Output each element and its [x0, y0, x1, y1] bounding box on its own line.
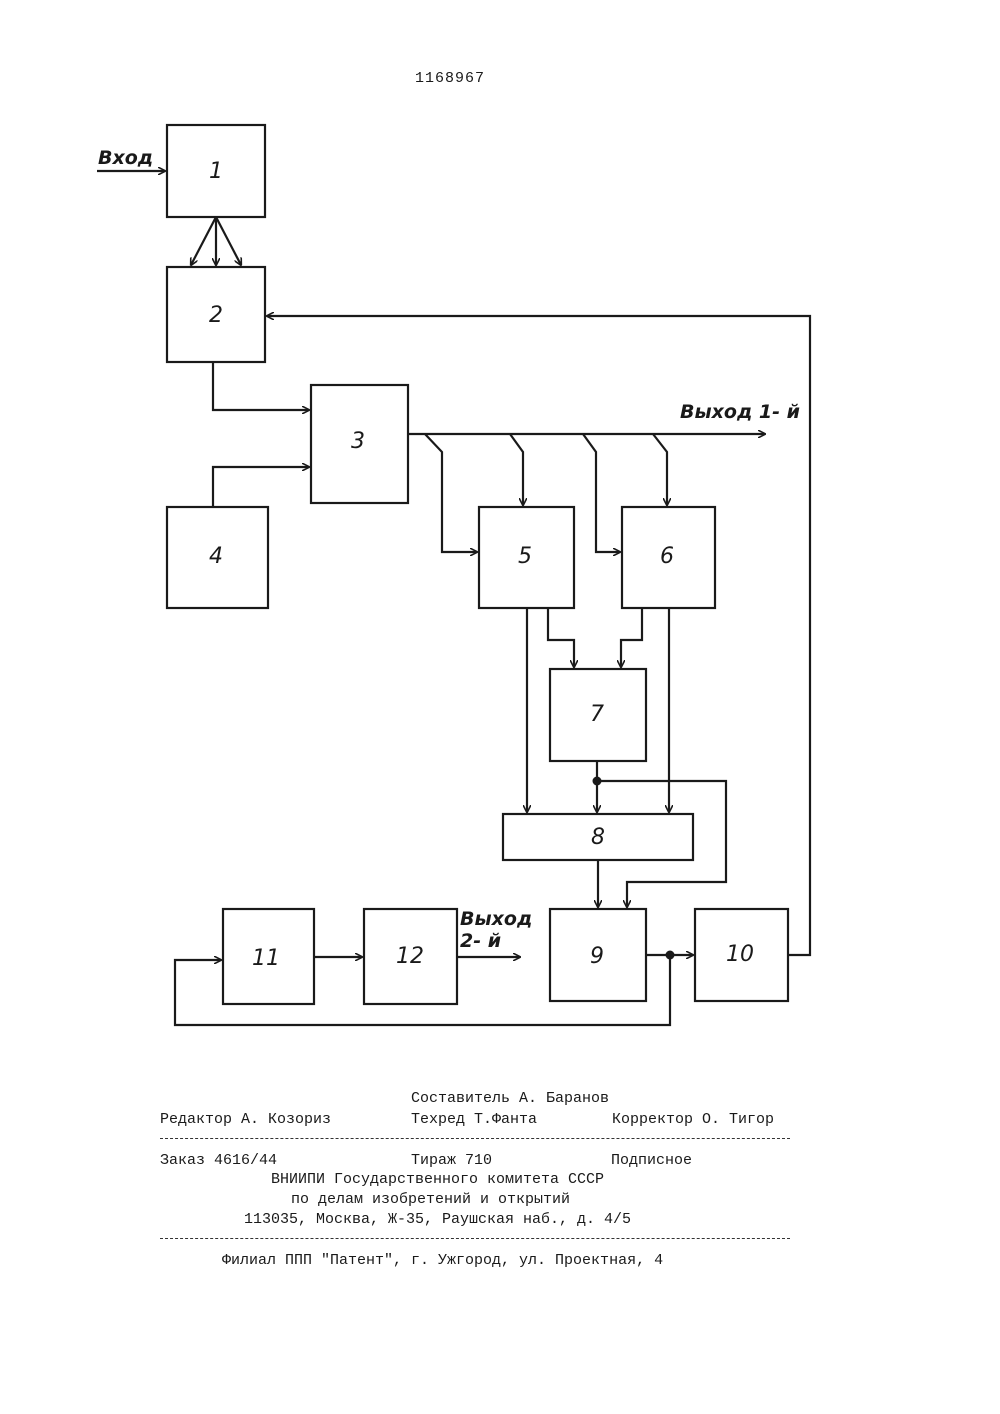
order: Заказ 4616/44: [160, 1152, 277, 1169]
block-12-label: 12: [396, 944, 424, 969]
org-line-1: ВНИИПИ Государственного комитета СССР: [271, 1171, 604, 1188]
separator-2: [160, 1238, 790, 1239]
block-4-label: 4: [209, 544, 223, 569]
block-10: 10: [695, 909, 788, 1001]
block-10-label: 10: [726, 942, 754, 967]
block-4: 4: [167, 507, 268, 608]
block-12: 12: [364, 909, 457, 1004]
block-8: 8: [503, 814, 693, 860]
output-1-label: Выход 1- й: [680, 401, 800, 423]
output-2-label-line1: Выход: [460, 908, 532, 930]
block-1: 1: [167, 125, 265, 217]
block-2-label: 2: [209, 303, 223, 328]
block-5-label: 5: [518, 544, 532, 569]
circulation: Тираж 710: [411, 1152, 492, 1169]
connector-4-3: [213, 467, 309, 507]
editor: Редактор А. Козориз: [160, 1111, 331, 1128]
subscription: Подписное: [611, 1152, 692, 1169]
input-label: Вход: [98, 147, 153, 169]
block-diagram: 1 2 3 4 5 6 7 8: [0, 0, 1000, 1080]
connector-6-7: [621, 608, 642, 667]
tap-5-top: [510, 434, 523, 505]
block-6-label: 6: [660, 544, 674, 569]
output-2-label-line2: 2- й: [460, 930, 501, 952]
block-11-label: 11: [252, 946, 280, 971]
block-2: 2: [167, 267, 265, 362]
org-line-2: по делам изобретений и открытий: [291, 1191, 570, 1208]
techred: Техред Т.Фанта: [411, 1111, 537, 1128]
block-11: 11: [223, 909, 314, 1004]
block-6: 6: [622, 507, 715, 608]
separator-1: [160, 1138, 790, 1139]
corrector: Корректор О. Тигор: [612, 1111, 774, 1128]
bus-arrow-right: [216, 217, 241, 265]
tap-6-top: [653, 434, 667, 505]
block-8-label: 8: [591, 825, 605, 850]
branch: Филиал ППП "Патент", г. Ужгород, ул. Про…: [222, 1252, 663, 1269]
tap-6-side: [583, 434, 620, 552]
block-9-label: 9: [590, 944, 604, 969]
block-7-label: 7: [590, 702, 604, 727]
block-9: 9: [550, 909, 646, 1001]
block-3-label: 3: [351, 429, 365, 454]
connector-2-3: [213, 362, 309, 410]
block-3: 3: [311, 385, 408, 503]
tap-5-side: [425, 434, 477, 552]
address: 113035, Москва, Ж-35, Раушская наб., д. …: [244, 1211, 631, 1228]
connector-5-7: [548, 608, 574, 667]
block-5: 5: [479, 507, 574, 608]
block-7: 7: [550, 669, 646, 761]
bus-arrow-left: [191, 217, 216, 265]
block-1-label: 1: [209, 159, 223, 184]
compiler: Составитель А. Баранов: [411, 1090, 609, 1107]
